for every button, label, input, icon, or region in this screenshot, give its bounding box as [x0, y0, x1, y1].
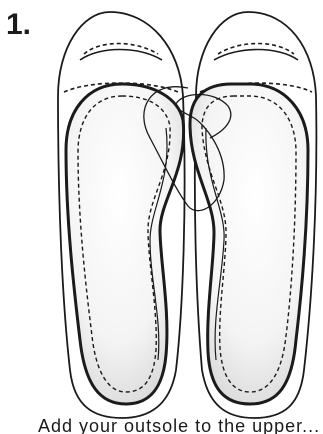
caption-text: Add your outsole to the upper... fit — [38, 417, 318, 434]
